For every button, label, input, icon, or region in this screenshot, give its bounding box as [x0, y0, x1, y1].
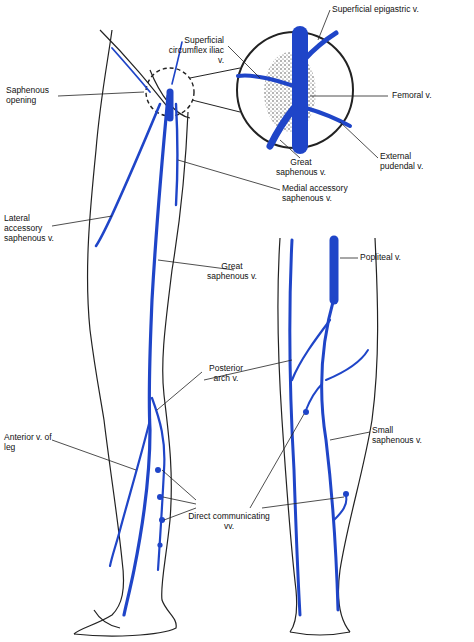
- vein-label: Great saphenous v.: [270, 158, 332, 178]
- inset-veins: [238, 33, 350, 146]
- vein-label: Medial accessory saphenous v.: [282, 184, 382, 204]
- saphenous-opening: [264, 52, 316, 132]
- vein-label: Lateral accessory saphenous v.: [4, 214, 60, 243]
- inset-circle: [237, 32, 353, 148]
- leader-lines: [52, 10, 388, 520]
- vein-label: Posterior arch v.: [200, 364, 252, 384]
- vein-label: Anterior v. of leg: [4, 433, 54, 453]
- vein-label: Great saphenous v.: [202, 262, 262, 282]
- vein-label: Superficial circumflex iliac v.: [166, 36, 224, 65]
- vein-label: Direct communicating vv.: [186, 512, 272, 532]
- vein-label: Saphenous opening: [6, 86, 58, 106]
- front-veins: [96, 42, 182, 615]
- vein-label: Superficial epigastric v.: [332, 5, 452, 15]
- vein-label: Femoral v.: [392, 91, 462, 101]
- vein-label: Small saphenous v.: [372, 426, 428, 446]
- leg-outline: [74, 30, 190, 636]
- back-leg-outline: [278, 238, 378, 635]
- zoom-line: [190, 68, 240, 78]
- communicating-veins: [155, 467, 165, 548]
- vein-label: External pudendal v.: [380, 152, 446, 172]
- vein-label: Popliteal v.: [360, 253, 430, 263]
- back-veins: [290, 240, 368, 615]
- zoom-line: [192, 100, 240, 112]
- communicating-veins: [303, 409, 349, 497]
